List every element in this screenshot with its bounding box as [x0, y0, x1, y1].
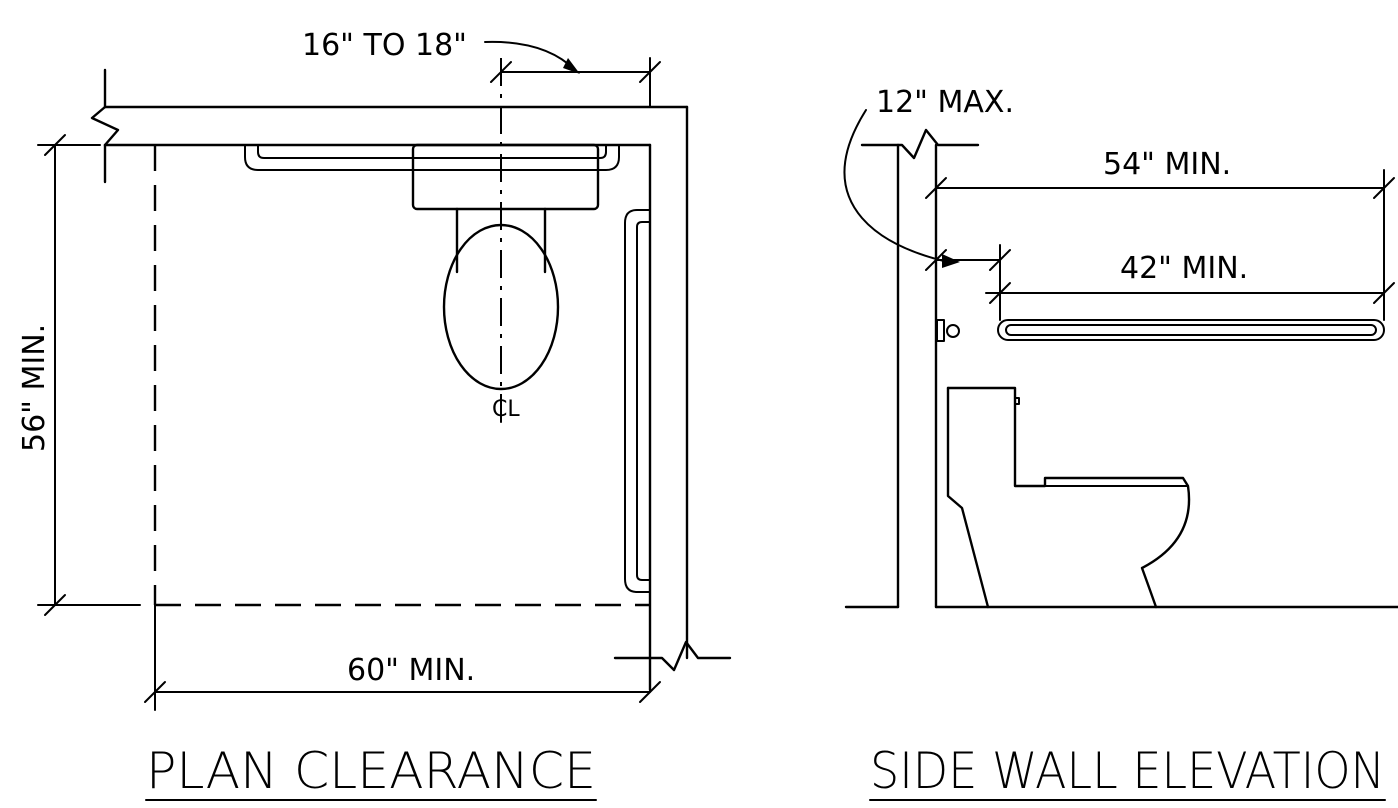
plan-toilet	[411, 143, 600, 391]
dim-width-label: 60" MIN.	[347, 653, 475, 688]
side-grab-bar	[624, 209, 651, 593]
toilet-centerline: CL	[492, 58, 520, 423]
rear-grab-bar	[244, 144, 620, 171]
dim-offset-label: 16" TO 18"	[302, 28, 467, 63]
elevation-wall	[860, 128, 980, 609]
dim-toilet-offset: 16" TO 18"	[302, 28, 661, 108]
plan-side-wall	[613, 105, 732, 692]
elevation-toilet	[946, 386, 1191, 609]
plan-title-text: PLAN CLEARANCE	[146, 742, 596, 800]
elevation-title: SIDE WALL ELEVATION	[869, 742, 1386, 801]
toilet-paper-holder	[936, 319, 960, 342]
dim-54: 54" MIN.	[925, 147, 1395, 321]
elevation-view: 12" MAX. 54" MIN. 42" MIN. SIDE WALL ELE…	[843, 85, 1398, 801]
dim-depth-label: 56" MIN.	[17, 324, 52, 452]
clearance-boundary	[153, 145, 650, 607]
dim-max-label: 12" MAX.	[876, 85, 1014, 120]
elevation-grab-bar	[997, 319, 1385, 341]
elevation-title-text: SIDE WALL ELEVATION	[870, 742, 1385, 800]
plan-title: PLAN CLEARANCE	[145, 742, 597, 801]
dim-depth: 56" MIN.	[17, 134, 141, 616]
dim-42-label: 42" MIN.	[1120, 251, 1248, 286]
dim-54-label: 54" MIN.	[1103, 147, 1231, 182]
dim-42: 42" MIN.	[985, 251, 1395, 304]
plan-view: CL 16" TO 18" 56" MIN. 60" MIN.	[17, 28, 732, 801]
dim-width: 60" MIN.	[144, 604, 661, 711]
centerline-symbol: CL	[492, 397, 520, 422]
dim-max-offset: 12" MAX.	[843, 85, 1014, 321]
